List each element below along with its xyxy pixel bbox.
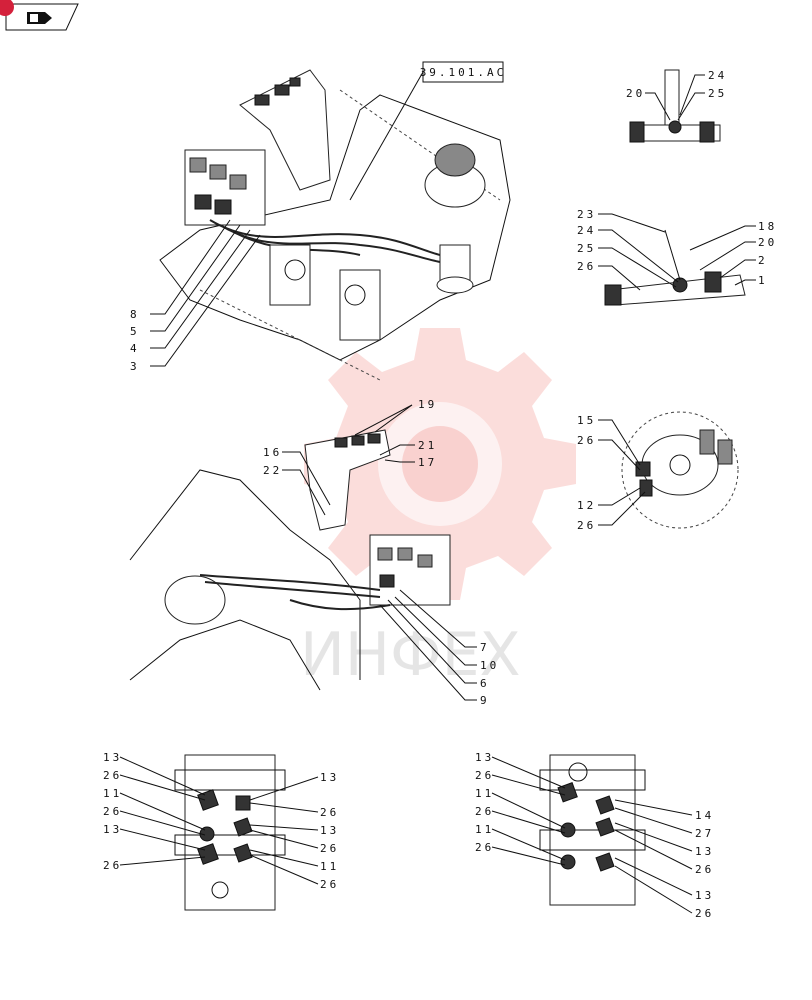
callout-number: 8 bbox=[130, 308, 140, 321]
nav-badge-icon bbox=[0, 0, 14, 16]
callout-number: 11 bbox=[320, 860, 339, 873]
callout-number: 4 bbox=[130, 342, 140, 355]
callout-number: 26 bbox=[475, 805, 494, 818]
callout-number: 24 bbox=[708, 69, 727, 82]
callout-number: 10 bbox=[480, 659, 499, 672]
valve-right-callouts: 13 26 11 26 11 26 14 27 13 26 13 26 bbox=[475, 751, 714, 920]
callout-number: 13 bbox=[320, 824, 339, 837]
center-view-callouts: 19 16 22 21 17 7 10 6 9 bbox=[263, 398, 499, 707]
callout-number: 26 bbox=[695, 907, 714, 920]
book-arrow-icon bbox=[27, 12, 52, 24]
callout-number: 6 bbox=[480, 677, 490, 690]
reference-box[interactable]: 39.101.AC bbox=[349, 61, 507, 201]
valve-left-drawing bbox=[119, 754, 319, 911]
center-view-drawing bbox=[129, 404, 477, 701]
callout-number: 20 bbox=[758, 236, 777, 249]
callout-number: 1 bbox=[758, 274, 768, 287]
watermark-gear-icon: ИНФЕХ bbox=[300, 328, 576, 690]
callout-number: 26 bbox=[695, 863, 714, 876]
callout-number: 11 bbox=[475, 787, 494, 800]
valve-left-callouts: 13 26 11 26 13 26 13 26 13 26 11 26 bbox=[103, 751, 339, 891]
callout-number: 24 bbox=[577, 224, 596, 237]
swivel-detail bbox=[598, 411, 739, 529]
callout-number: 11 bbox=[475, 823, 494, 836]
callout-number: 13 bbox=[320, 771, 339, 784]
callout-number: 16 bbox=[263, 446, 282, 459]
manifold-callouts: 23 24 25 26 18 20 2 1 bbox=[577, 208, 777, 287]
callout-number: 13 bbox=[103, 751, 122, 764]
callout-number: 13 bbox=[103, 823, 122, 836]
callout-number: 26 bbox=[577, 260, 596, 273]
callout-number: 26 bbox=[103, 859, 122, 872]
callout-number: 22 bbox=[263, 464, 282, 477]
callout-number: 13 bbox=[695, 845, 714, 858]
callout-number: 17 bbox=[418, 456, 437, 469]
main-view-callouts: 8 5 4 3 bbox=[130, 308, 140, 373]
callout-number: 2 bbox=[758, 254, 768, 267]
callout-number: 19 bbox=[418, 398, 437, 411]
callout-number: 26 bbox=[320, 806, 339, 819]
callout-number: 3 bbox=[130, 360, 140, 373]
callout-number: 13 bbox=[695, 889, 714, 902]
callout-number: 25 bbox=[577, 242, 596, 255]
callout-number: 25 bbox=[708, 87, 727, 100]
callout-number: 27 bbox=[695, 827, 714, 840]
callout-number: 15 bbox=[577, 414, 596, 427]
valve-right-drawing bbox=[491, 754, 693, 914]
callout-number: 26 bbox=[577, 519, 596, 532]
swivel-callouts: 15 26 12 26 bbox=[577, 414, 596, 532]
callout-number: 9 bbox=[480, 694, 490, 707]
callout-number: 26 bbox=[103, 805, 122, 818]
callout-number: 23 bbox=[577, 208, 596, 221]
callout-number: 20 bbox=[626, 87, 645, 100]
tee-fitting-callouts: 20 24 25 bbox=[626, 69, 727, 100]
manifold-detail bbox=[598, 213, 756, 306]
callout-number: 26 bbox=[320, 842, 339, 855]
callout-number: 7 bbox=[480, 641, 490, 654]
callout-number: 18 bbox=[758, 220, 777, 233]
callout-number: 5 bbox=[130, 325, 140, 338]
callout-number: 13 bbox=[475, 751, 494, 764]
main-view-drawing bbox=[150, 69, 511, 381]
watermark-text: ИНФЕХ bbox=[300, 620, 521, 690]
callout-number: 11 bbox=[103, 787, 122, 800]
callout-number: 21 bbox=[418, 439, 437, 452]
nav-tab[interactable] bbox=[0, 0, 79, 31]
callout-number: 14 bbox=[695, 809, 714, 822]
tee-fitting-detail bbox=[629, 69, 721, 143]
callout-number: 26 bbox=[103, 769, 122, 782]
callout-number: 26 bbox=[475, 841, 494, 854]
callout-number: 12 bbox=[577, 499, 596, 512]
callout-number: 26 bbox=[475, 769, 494, 782]
callout-number: 26 bbox=[320, 878, 339, 891]
callout-number: 26 bbox=[577, 434, 596, 447]
callout-number: 39.101.AC bbox=[420, 66, 507, 79]
